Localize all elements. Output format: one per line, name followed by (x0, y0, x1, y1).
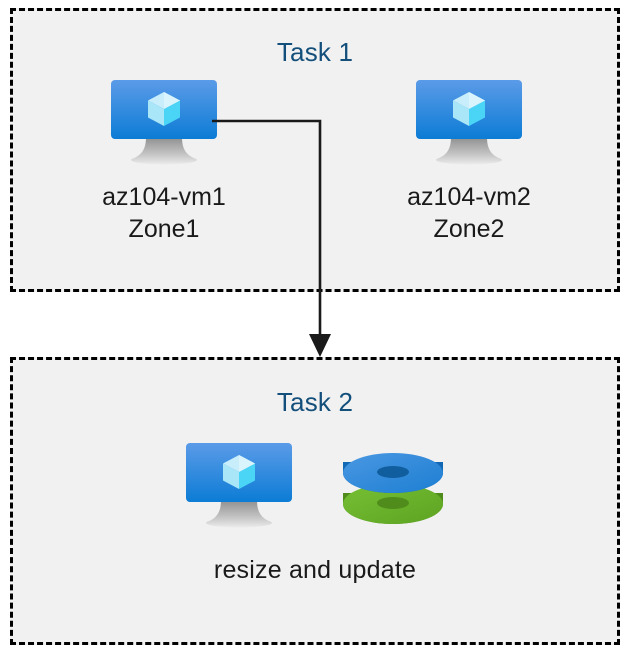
task-1-title: Task 1 (276, 37, 354, 67)
node-vm-resize[interactable] (185, 442, 293, 530)
task-2-title: Task 2 (276, 387, 354, 417)
azure-disks-icon (343, 453, 443, 524)
node-label-az104-vm1: az104-vm1 Zone1 (102, 183, 226, 243)
task-2-container: Task 2 (10, 357, 620, 645)
task-2-icon-row (13, 442, 617, 532)
node-az104-vm2[interactable]: az104-vm2 Zone2 (354, 79, 584, 245)
task-1-container: Task 1 (10, 8, 620, 292)
node-disks[interactable] (341, 446, 445, 532)
azure-virtual-machine-icon (416, 80, 522, 165)
arrowhead-icon (309, 334, 331, 357)
azure-virtual-machine-icon (186, 443, 292, 528)
task-2-caption: resize and update (213, 556, 417, 584)
azure-virtual-machine-icon (111, 80, 217, 165)
node-label-az104-vm2: az104-vm2 Zone2 (407, 183, 531, 243)
node-az104-vm1[interactable]: az104-vm1 Zone1 (49, 79, 279, 245)
